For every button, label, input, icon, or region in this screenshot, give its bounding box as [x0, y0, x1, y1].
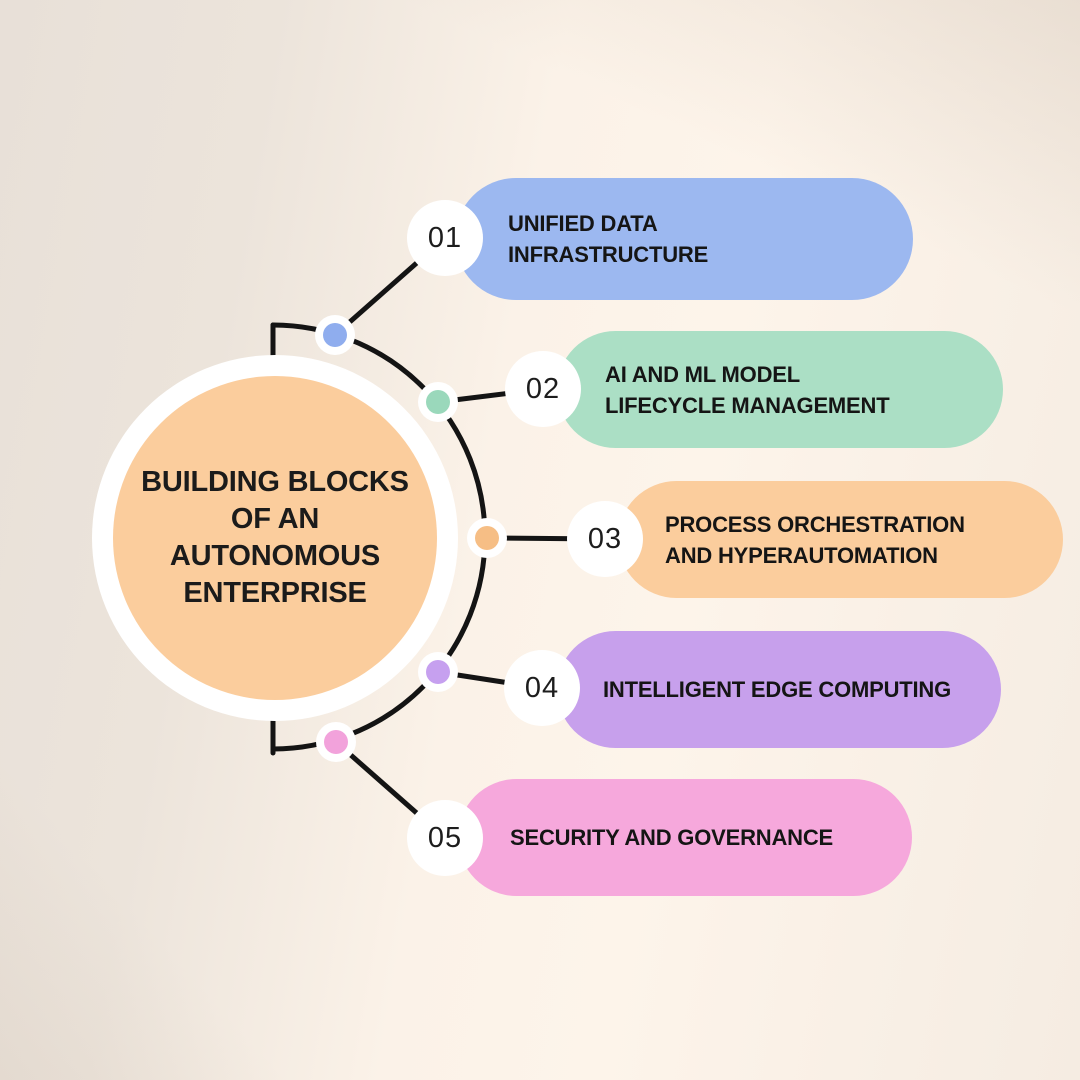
number-badge-02: 02	[505, 351, 581, 427]
number-badge-05: 05	[407, 800, 483, 876]
pill-label-line: LIFECYCLE MANAGEMENT	[605, 392, 890, 418]
connector-dots	[315, 315, 507, 762]
number-label: 01	[427, 221, 463, 254]
title-line: OF AN	[230, 503, 320, 535]
pill-unified-data-infrastructure: UNIFIED DATA INFRASTRUCTURE	[455, 178, 913, 300]
number-label: 02	[525, 372, 561, 405]
number-badge-04: 04	[504, 650, 580, 726]
dot-security	[324, 730, 348, 754]
pill-ai-ml-lifecycle: AI AND ML MODEL LIFECYCLE MANAGEMENT	[557, 331, 1003, 448]
title-line: BUILDING BLOCKS	[141, 466, 409, 498]
pill-label-line: INFRASTRUCTURE	[508, 242, 709, 267]
title-line: ENTERPRISE	[183, 577, 367, 609]
number-label: 03	[587, 522, 623, 555]
number-label: 05	[427, 821, 463, 854]
pill-label-line: INTELLIGENT EDGE COMPUTING	[603, 677, 952, 702]
pill-label-line: PROCESS ORCHESTRATION	[665, 511, 965, 537]
dot-process	[475, 526, 499, 550]
center-circle-ring: BUILDING BLOCKS OF AN AUTONOMOUS ENTERPR…	[92, 355, 458, 721]
pill-label-line: UNIFIED DATA	[508, 211, 658, 236]
title-line: AUTONOMOUS	[169, 540, 381, 572]
dot-ai-ml	[426, 390, 450, 414]
number-badge-01: 01	[407, 200, 483, 276]
pill-label-line: AND HYPERAUTOMATION	[665, 542, 938, 568]
dot-edge	[426, 660, 450, 684]
dot-unified-data	[323, 323, 347, 347]
number-badge-03: 03	[567, 501, 643, 577]
pill-process-orchestration: PROCESS ORCHESTRATION AND HYPERAUTOMATIO…	[618, 481, 1063, 598]
pill-security-governance: SECURITY AND GOVERNANCE	[458, 779, 912, 896]
number-label: 04	[524, 671, 560, 704]
center-circle: BUILDING BLOCKS OF AN AUTONOMOUS ENTERPR…	[113, 376, 437, 700]
pill-label-line: AI AND ML MODEL	[605, 361, 800, 387]
pill-label-line: SECURITY AND GOVERNANCE	[510, 825, 833, 850]
pill-intelligent-edge: INTELLIGENT EDGE COMPUTING	[557, 631, 1001, 748]
